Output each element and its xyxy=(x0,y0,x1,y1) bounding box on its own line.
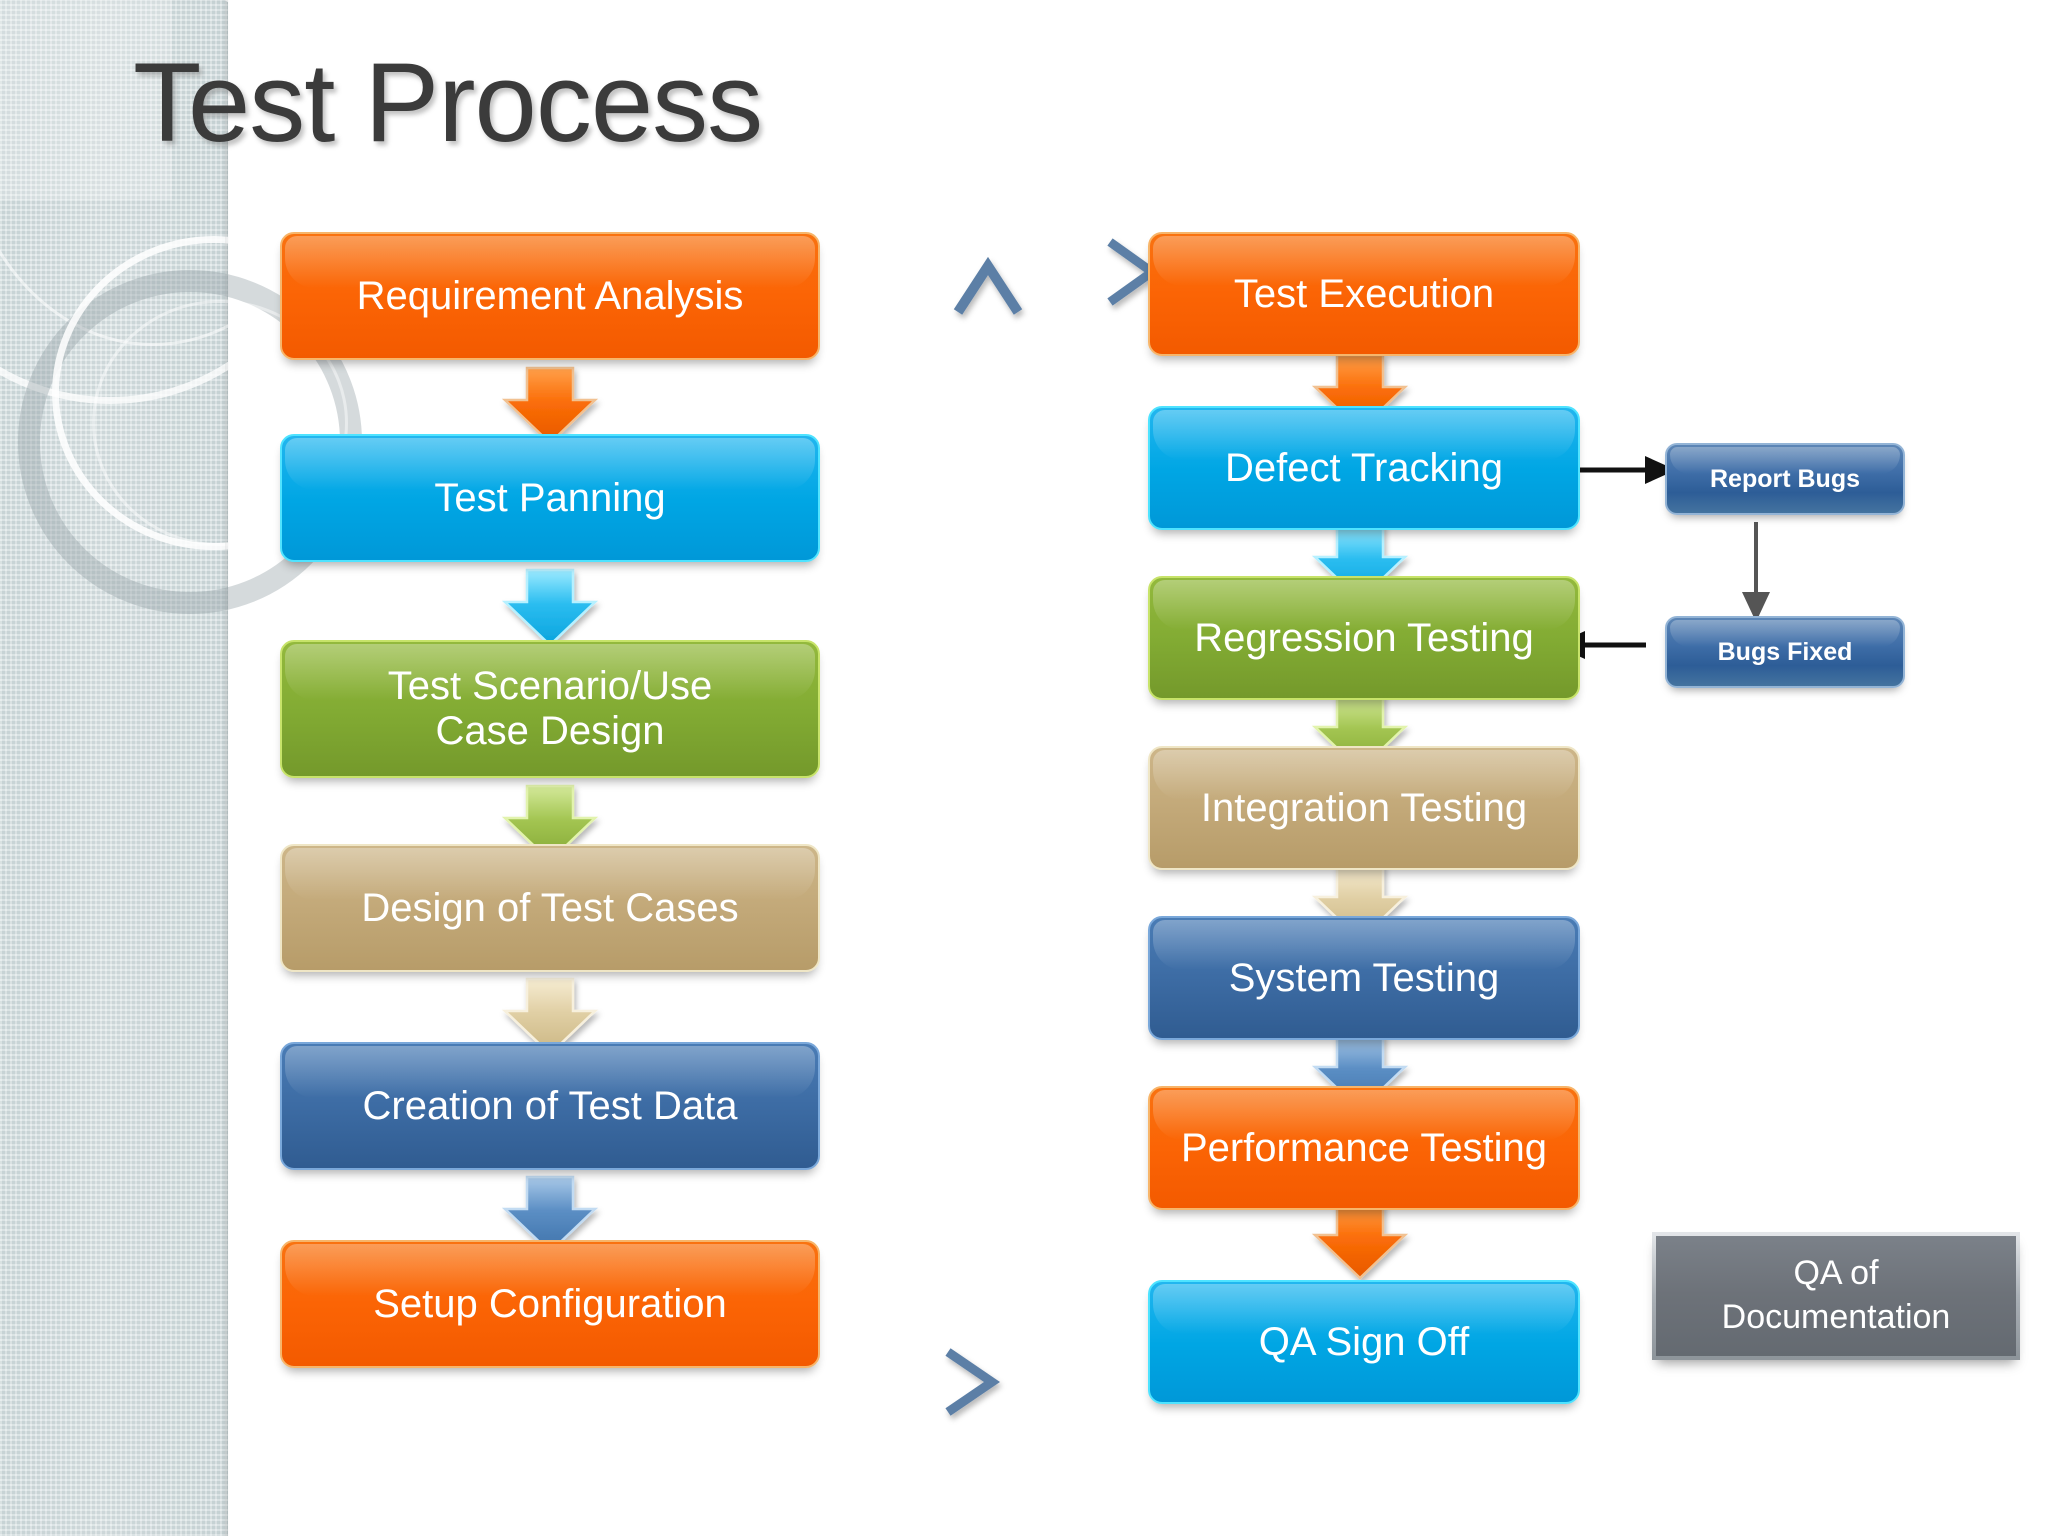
standalone-box-label-line2: Documentation xyxy=(1721,1298,1951,1336)
process-box-label: System Testing xyxy=(1228,955,1500,1000)
thin-arrow-defect-to-report xyxy=(1578,456,1676,484)
process-box-performance-testing[interactable]: Performance Testing xyxy=(1148,1086,1580,1210)
process-box-integration-testing[interactable]: Integration Testing xyxy=(1148,746,1580,870)
panel-top-square xyxy=(0,0,172,200)
decorative-side-panel xyxy=(0,0,376,1536)
process-box-label: Performance Testing xyxy=(1180,1125,1548,1170)
standalone-box-label-line1: QA of xyxy=(1793,1254,1879,1293)
process-box-test-panning[interactable]: Test Panning xyxy=(280,434,820,562)
process-box-test-scenario-use-case-design[interactable]: Test Scenario/Use Case Design xyxy=(280,640,820,778)
process-box-label: Setup Configuration xyxy=(373,1281,727,1326)
process-box-label: Test Panning xyxy=(434,475,666,520)
process-box-system-testing[interactable]: System Testing xyxy=(1148,916,1580,1040)
thin-arrow-report-to-bugsfixed xyxy=(1742,522,1770,622)
process-box-label-line1: Test Scenario/Use xyxy=(387,664,713,709)
process-box-label: Design of Test Cases xyxy=(361,885,739,930)
fat-down-arrow-orange-1 xyxy=(501,366,599,445)
process-box-design-of-test-cases[interactable]: Design of Test Cases xyxy=(280,844,820,972)
process-box-defect-tracking[interactable]: Defect Tracking xyxy=(1148,406,1580,530)
process-box-label: Requirement Analysis xyxy=(356,273,744,318)
process-box-creation-of-test-data[interactable]: Creation of Test Data xyxy=(280,1042,820,1170)
process-box-qa-sign-off[interactable]: QA Sign Off xyxy=(1148,1280,1580,1404)
process-box-label-line2: Case Design xyxy=(435,709,665,753)
feedback-loop-connector xyxy=(548,238,1160,1416)
process-box-regression-testing[interactable]: Regression Testing xyxy=(1148,576,1580,700)
process-box-label: Regression Testing xyxy=(1194,615,1534,660)
fat-down-arrow-orange-3 xyxy=(1311,1201,1409,1280)
process-box-label: QA Sign Off xyxy=(1258,1319,1470,1364)
process-box-label: Creation of Test Data xyxy=(362,1083,738,1128)
side-box-label: Bugs Fixed xyxy=(1717,637,1853,666)
side-box-label: Report Bugs xyxy=(1710,464,1860,493)
process-box-label: Defect Tracking xyxy=(1225,445,1503,490)
standalone-box-label: QA of Documentation xyxy=(1722,1252,1951,1339)
process-box-test-execution[interactable]: Test Execution xyxy=(1148,232,1580,356)
process-box-setup-configuration[interactable]: Setup Configuration xyxy=(280,1240,820,1368)
process-box-label: Test Execution xyxy=(1233,271,1495,316)
side-box-report-bugs[interactable]: Report Bugs xyxy=(1665,443,1905,515)
process-box-label: Test Scenario/Use Case Design xyxy=(388,664,713,754)
fat-down-arrow-cyan-1 xyxy=(501,568,599,647)
standalone-box-qa-of-documentation[interactable]: QA of Documentation xyxy=(1652,1232,2020,1360)
process-box-requirement-analysis[interactable]: Requirement Analysis xyxy=(280,232,820,360)
process-box-label: Integration Testing xyxy=(1200,785,1528,830)
page-title: Test Process xyxy=(133,40,763,165)
side-box-bugs-fixed[interactable]: Bugs Fixed xyxy=(1665,616,1905,688)
